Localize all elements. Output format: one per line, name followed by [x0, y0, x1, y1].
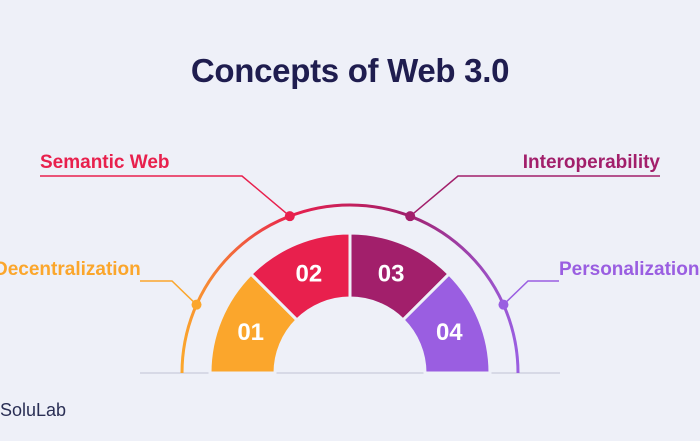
- label-interoperability: Interoperability: [523, 152, 661, 173]
- segment-number-01: 01: [237, 319, 264, 346]
- connector-dot-personalization: [498, 299, 509, 310]
- connector-interoperability: [409, 175, 660, 217]
- page-title: Concepts of Web 3.0: [190, 52, 510, 89]
- connector-decentralization: [140, 280, 198, 306]
- segment-number-03: 03: [378, 261, 405, 288]
- connector-personalization: [502, 280, 559, 306]
- label-semantic-web: Semantic Web: [40, 152, 170, 173]
- label-decentralization: Decentralization: [0, 259, 141, 280]
- segment-04: [400, 271, 492, 375]
- segment-number-04: 04: [436, 319, 463, 346]
- segment-number-02: 02: [296, 261, 323, 288]
- label-personalization: Personalization: [559, 259, 699, 280]
- connector-semantic-web: [40, 175, 291, 217]
- connector-dot-semantic-web: [284, 211, 295, 222]
- connector-dot-interoperability: [405, 211, 416, 222]
- outer-arc: [180, 203, 520, 374]
- connector-dot-decentralization: [191, 299, 202, 310]
- brand-logo-text: SoluLab: [0, 400, 67, 420]
